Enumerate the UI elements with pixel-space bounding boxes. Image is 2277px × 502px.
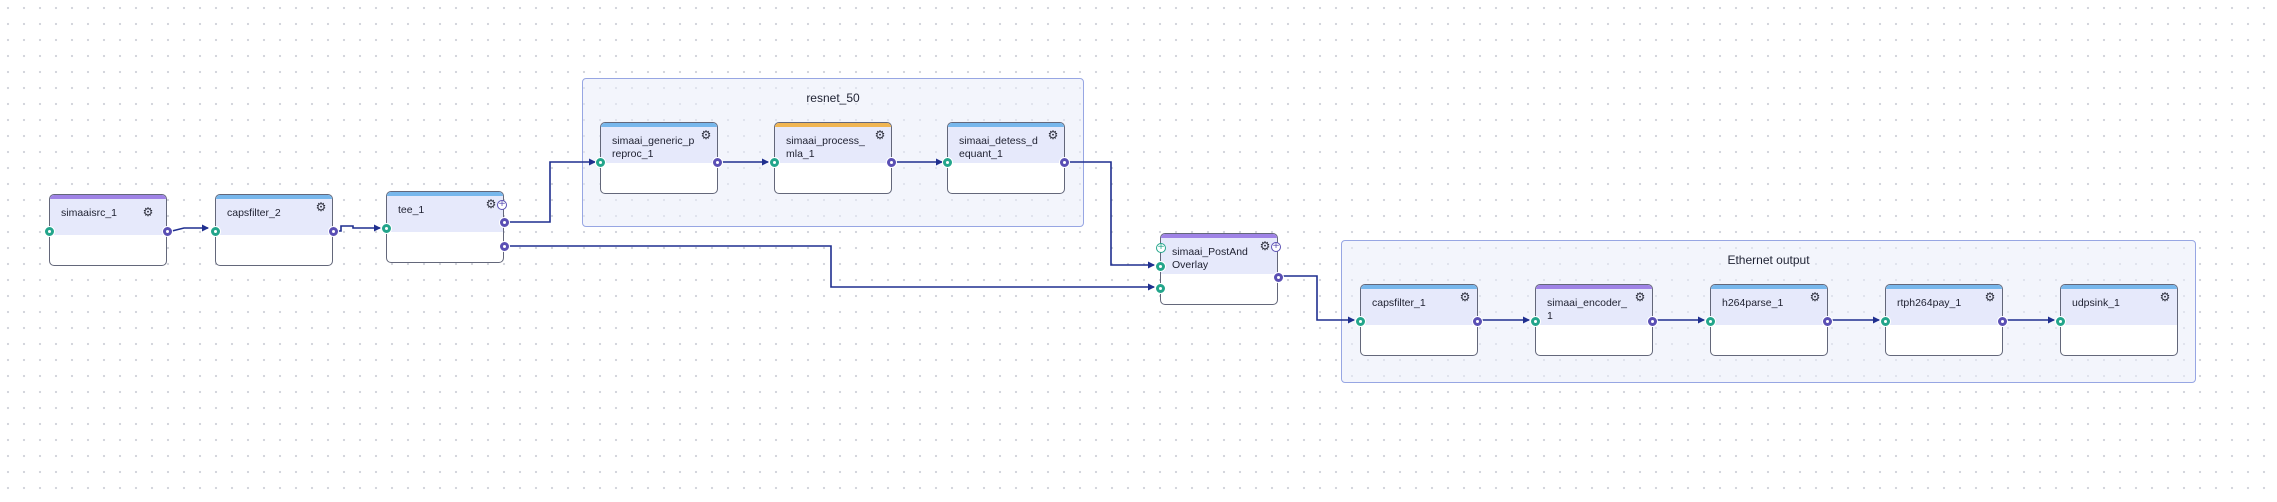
- node-type-bar: [1711, 285, 1827, 289]
- node-rtph264pay-1[interactable]: rtph264pay_1 ⚙: [1880, 284, 2008, 356]
- node-type-bar: [1886, 285, 2002, 289]
- node-header: [2061, 289, 2177, 325]
- input-port[interactable]: [1155, 283, 1166, 294]
- node-header: [1886, 289, 2002, 325]
- input-port[interactable]: [1530, 316, 1541, 327]
- node-type-bar: [601, 123, 717, 127]
- add-output-port-icon[interactable]: +: [1271, 241, 1281, 252]
- node-type-bar: [775, 123, 891, 127]
- input-port[interactable]: [44, 226, 55, 237]
- node-type-bar: [1361, 285, 1477, 289]
- node-header: [775, 127, 891, 163]
- node-type-bar: [1161, 234, 1277, 238]
- gear-icon[interactable]: ⚙: [1809, 290, 1821, 304]
- output-port[interactable]: [499, 241, 510, 252]
- input-port[interactable]: [942, 157, 953, 168]
- gear-icon[interactable]: ⚙: [700, 128, 712, 142]
- node-header: [1536, 289, 1652, 325]
- node-label: rtph264pay_1: [1897, 297, 1962, 309]
- node-label: simaai_process_mla_1: [786, 135, 865, 160]
- output-port[interactable]: [886, 157, 897, 168]
- node-simaai-encoder-1[interactable]: simaai_encoder_1 ⚙: [1530, 284, 1658, 356]
- output-port[interactable]: [328, 226, 339, 237]
- edge-simaaisrc-to-capsfilter2: [167, 224, 209, 232]
- node-capsfilter-2[interactable]: capsfilter_2 ⚙: [210, 194, 339, 266]
- gear-icon[interactable]: ⚙: [2159, 290, 2171, 304]
- gear-icon[interactable]: ⚙: [315, 200, 327, 214]
- node-header: [948, 127, 1064, 163]
- gear-icon[interactable]: ⚙: [1984, 290, 1996, 304]
- group-ethernet-output[interactable]: Ethernet output: [1341, 240, 2196, 383]
- output-port[interactable]: [1997, 316, 2008, 327]
- node-label: simaai_encoder_1: [1547, 297, 1627, 322]
- node-header: [601, 127, 717, 163]
- node-label: simaaisrc_1: [61, 207, 118, 219]
- node-label: tee_1: [398, 204, 425, 216]
- node-label: h264parse_1: [1722, 297, 1784, 309]
- input-port[interactable]: [1880, 316, 1891, 327]
- output-port[interactable]: [1273, 272, 1284, 283]
- input-port[interactable]: [769, 157, 780, 168]
- input-port[interactable]: [381, 223, 392, 234]
- gear-icon[interactable]: ⚙: [1259, 239, 1271, 253]
- node-simaai-detess-dequant-1[interactable]: simaai_detess_dequant_1 ⚙: [942, 122, 1070, 194]
- edge-tee-to-postoverlay: [504, 245, 1155, 291]
- node-tee-1[interactable]: tee_1 ⚙ +: [381, 191, 510, 263]
- gear-icon[interactable]: ⚙: [142, 205, 154, 219]
- add-output-port-icon[interactable]: +: [497, 199, 507, 210]
- node-label: udpsink_1: [2072, 297, 2120, 309]
- gear-icon[interactable]: ⚙: [1634, 290, 1646, 304]
- node-type-bar: [948, 123, 1064, 127]
- node-label: simaai_detess_dequant_1: [959, 135, 1038, 160]
- input-port[interactable]: [1705, 316, 1716, 327]
- node-type-bar: [1536, 285, 1652, 289]
- node-simaaisrc-1[interactable]: simaaisrc_1 ⚙: [44, 194, 173, 266]
- node-udpsink-1[interactable]: udpsink_1 ⚙: [2055, 284, 2178, 356]
- output-port[interactable]: [712, 157, 723, 168]
- node-header: [216, 199, 332, 235]
- output-port[interactable]: [1472, 316, 1483, 327]
- node-label: capsfilter_1: [1372, 297, 1426, 309]
- node-header: [50, 199, 166, 235]
- node-label: capsfilter_2: [227, 207, 281, 219]
- input-port[interactable]: [2055, 316, 2066, 327]
- group-title: Ethernet output: [1727, 253, 1810, 267]
- edge-capsfilter2-to-tee: [333, 224, 381, 232]
- input-port[interactable]: [1155, 261, 1166, 272]
- output-port[interactable]: [162, 226, 173, 237]
- node-simaai-process-mla-1[interactable]: simaai_process_mla_1 ⚙: [769, 122, 897, 194]
- gear-icon[interactable]: ⚙: [1047, 128, 1059, 142]
- output-port[interactable]: [1647, 316, 1658, 327]
- gear-icon[interactable]: ⚙: [874, 128, 886, 142]
- input-port[interactable]: [210, 226, 221, 237]
- node-capsfilter-1[interactable]: capsfilter_1 ⚙: [1355, 284, 1483, 356]
- node-label: simaai_generic_preproc_1: [612, 135, 695, 160]
- node-header: [1361, 289, 1477, 325]
- output-port[interactable]: [499, 217, 510, 228]
- node-h264parse-1[interactable]: h264parse_1 ⚙: [1705, 284, 1833, 356]
- node-type-bar: [216, 195, 332, 199]
- group-title: resnet_50: [806, 91, 860, 105]
- input-port[interactable]: [1355, 316, 1366, 327]
- node-simaai-generic-preproc-1[interactable]: simaai_generic_preproc_1 ⚙: [595, 122, 723, 194]
- node-header: [1711, 289, 1827, 325]
- output-port[interactable]: [1059, 157, 1070, 168]
- input-port[interactable]: [595, 157, 606, 168]
- add-input-port-icon[interactable]: +: [1156, 242, 1166, 253]
- output-port[interactable]: [1822, 316, 1833, 327]
- node-simaai-postandoverlay[interactable]: simaai_PostAndOverlay ⚙ + +: [1155, 233, 1284, 305]
- node-header: [1161, 238, 1277, 274]
- node-type-bar: [387, 192, 503, 196]
- node-type-bar: [2061, 285, 2177, 289]
- node-label: simaai_PostAndOverlay: [1172, 246, 1248, 271]
- gear-icon[interactable]: ⚙: [1459, 290, 1471, 304]
- node-header: [387, 196, 503, 232]
- gear-icon[interactable]: ⚙: [485, 197, 497, 211]
- node-type-bar: [50, 195, 166, 199]
